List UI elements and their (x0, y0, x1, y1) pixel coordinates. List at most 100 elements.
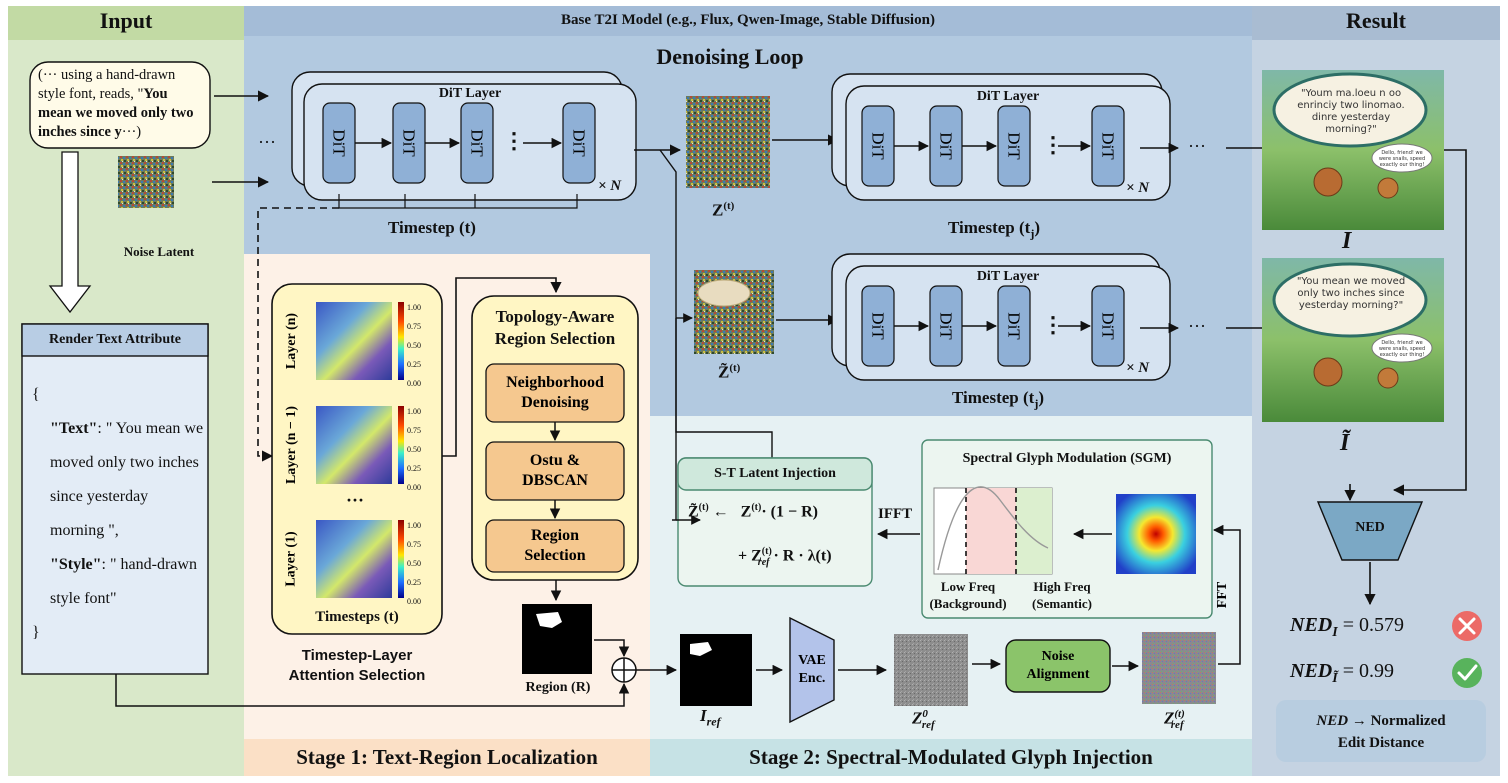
sgm-high-band (1016, 488, 1052, 574)
dit3-block-4 (1091, 285, 1125, 367)
result-top-speech-bubble (1272, 72, 1428, 148)
dit2-block-3 (997, 105, 1031, 187)
input-header-bg (8, 6, 244, 40)
timestep-tj-label-bottom: Timestep (tj) (952, 388, 1044, 411)
dit2-right-ellipsis: ··· (1188, 136, 1206, 156)
dit-block-2-label: DiT (399, 129, 419, 157)
dit2-block-2-label: DiT (936, 132, 956, 160)
z-ref0-image (894, 634, 968, 706)
render-attribute-json: { "Text": " You mean we moved only two i… (32, 386, 204, 641)
prompt-bubble (29, 61, 211, 149)
colorbar-1 (398, 520, 404, 598)
timestep-tj-label-top: Timestep (tj) (948, 218, 1040, 241)
base-model-header-bg (244, 6, 1252, 36)
green-check-icon (1452, 658, 1482, 688)
prompt-text: (··· using a hand-drawn style font, read… (38, 67, 194, 140)
ned-i-tilde-score: NEDĨ = 0.99 (1290, 660, 1394, 686)
dit2-block-3-label: DiT (1004, 132, 1024, 160)
result-bottom-snail-small (1377, 367, 1399, 389)
high-freq-label: High Freq(Semantic) (1032, 579, 1092, 611)
attention-dashed-arrow (257, 207, 339, 462)
result-top-snail-small (1377, 177, 1399, 199)
layer-ellipsis: ··· (346, 490, 365, 510)
result-bottom-bubble-text: "You mean we moved only two inches since… (1296, 276, 1406, 311)
st-latent-injection-title: S-T Latent Injection (714, 466, 836, 481)
z-tilde-glyph-bubble (697, 279, 751, 307)
colorbar-n (398, 302, 404, 380)
layer-1-label: Layer (1) (284, 531, 299, 587)
dit3-times-n: × N (1126, 360, 1150, 376)
dit-times-n: × N (598, 178, 622, 194)
ned-i-score: NEDI = 0.579 (1290, 614, 1404, 640)
stage1-label-bg (244, 739, 650, 776)
result-top-small-bubble-text: Dello, friend! we were snails, speed exa… (1378, 150, 1426, 168)
dit-left-ellipsis: ··· (258, 132, 276, 152)
dit3-block-3-label: DiT (1004, 312, 1024, 340)
noise-latent-image (118, 156, 174, 208)
z-t-latent-image (686, 96, 770, 188)
z-ref0-label: Z0ref (912, 708, 935, 732)
noise-alignment-button (1005, 639, 1111, 693)
low-freq-label: Low Freq(Background) (929, 579, 1007, 611)
attention-map-layer-n1 (316, 406, 392, 484)
sgm-spectrum-image (1116, 494, 1196, 574)
layer-n-label: Layer (n) (284, 312, 299, 370)
dit3-layer-label: DiT Layer (976, 269, 1040, 284)
z-reft-image (1142, 632, 1216, 704)
denoising-loop-title: Denoising Loop (656, 44, 804, 69)
ned-legend-text: NED → Normalized Edit Distance (1316, 713, 1446, 751)
dit2-block-1-label: DiT (868, 132, 888, 160)
i-ref-label: Iref (700, 706, 721, 729)
ifft-label: IFFT (878, 506, 913, 522)
input-down-arrow (48, 151, 92, 314)
dit-vertical-dots: ⋮ (503, 128, 525, 153)
sgm-low-band (966, 488, 1016, 574)
attention-map-layer-1 (316, 520, 392, 598)
dit2-block-4 (1091, 105, 1125, 187)
colorbar-n1 (398, 406, 404, 484)
dit3-block-3 (997, 285, 1031, 367)
dit3-block-1-label: DiT (868, 312, 888, 340)
dit-block-3-label: DiT (467, 129, 487, 157)
result-top-bubble-text: "Youm ma.loeu n oo enrinciy two linomao.… (1297, 88, 1405, 135)
timestep-t-label: Timestep (t) (388, 218, 476, 237)
result-bottom-small-bubble (1371, 333, 1433, 363)
dit3-right-ellipsis: ··· (1188, 316, 1206, 336)
region-mask-white (536, 612, 562, 628)
z-reft-label: Z(t)ref (1164, 708, 1185, 732)
attention-map-layer-n (316, 302, 392, 380)
dit2-layer-label: DiT Layer (976, 89, 1040, 104)
result-bottom-speech-bubble (1272, 262, 1428, 338)
vae-encoder-shape (789, 616, 835, 724)
render-attribute-box (21, 323, 209, 675)
region-r-label: Region (R) (525, 680, 591, 695)
dit-block-4-label: DiT (569, 129, 589, 157)
injection-equation-line2: + Z(t)ref · R · λ(t) (738, 546, 832, 568)
stage1-label: Stage 1: Text-Region Localization (296, 745, 598, 769)
result-header: Result (1346, 8, 1406, 33)
region-selection-step (485, 519, 625, 573)
injection-equation-line1: Z̃(t) ← Z(t)· (1 − R) (688, 502, 819, 521)
dit2-block-4-label: DiT (1098, 132, 1118, 160)
ned-label: NED (1355, 520, 1385, 535)
ostu-dbscan-label: Ostu &DBSCAN (522, 452, 588, 489)
dit3-vertical-dots: ⋮ (1042, 312, 1064, 337)
result-header-bg (1252, 6, 1500, 40)
noise-latent-label: Noise Latent (123, 244, 195, 259)
ned-trapezoid (1316, 501, 1424, 561)
result-i-tilde-label: Ĩ (1340, 430, 1350, 456)
result-bottom-small-bubble-text: Dello, friend! we were snails, speed exa… (1378, 340, 1426, 358)
sgm-title: Spectral Glyph Modulation (SGM) (962, 451, 1172, 466)
input-header: Input (99, 8, 153, 33)
render-attribute-title: Render Text Attribute (49, 332, 181, 347)
result-i-label: I (1342, 228, 1352, 254)
result-top-small-bubble (1371, 143, 1433, 173)
